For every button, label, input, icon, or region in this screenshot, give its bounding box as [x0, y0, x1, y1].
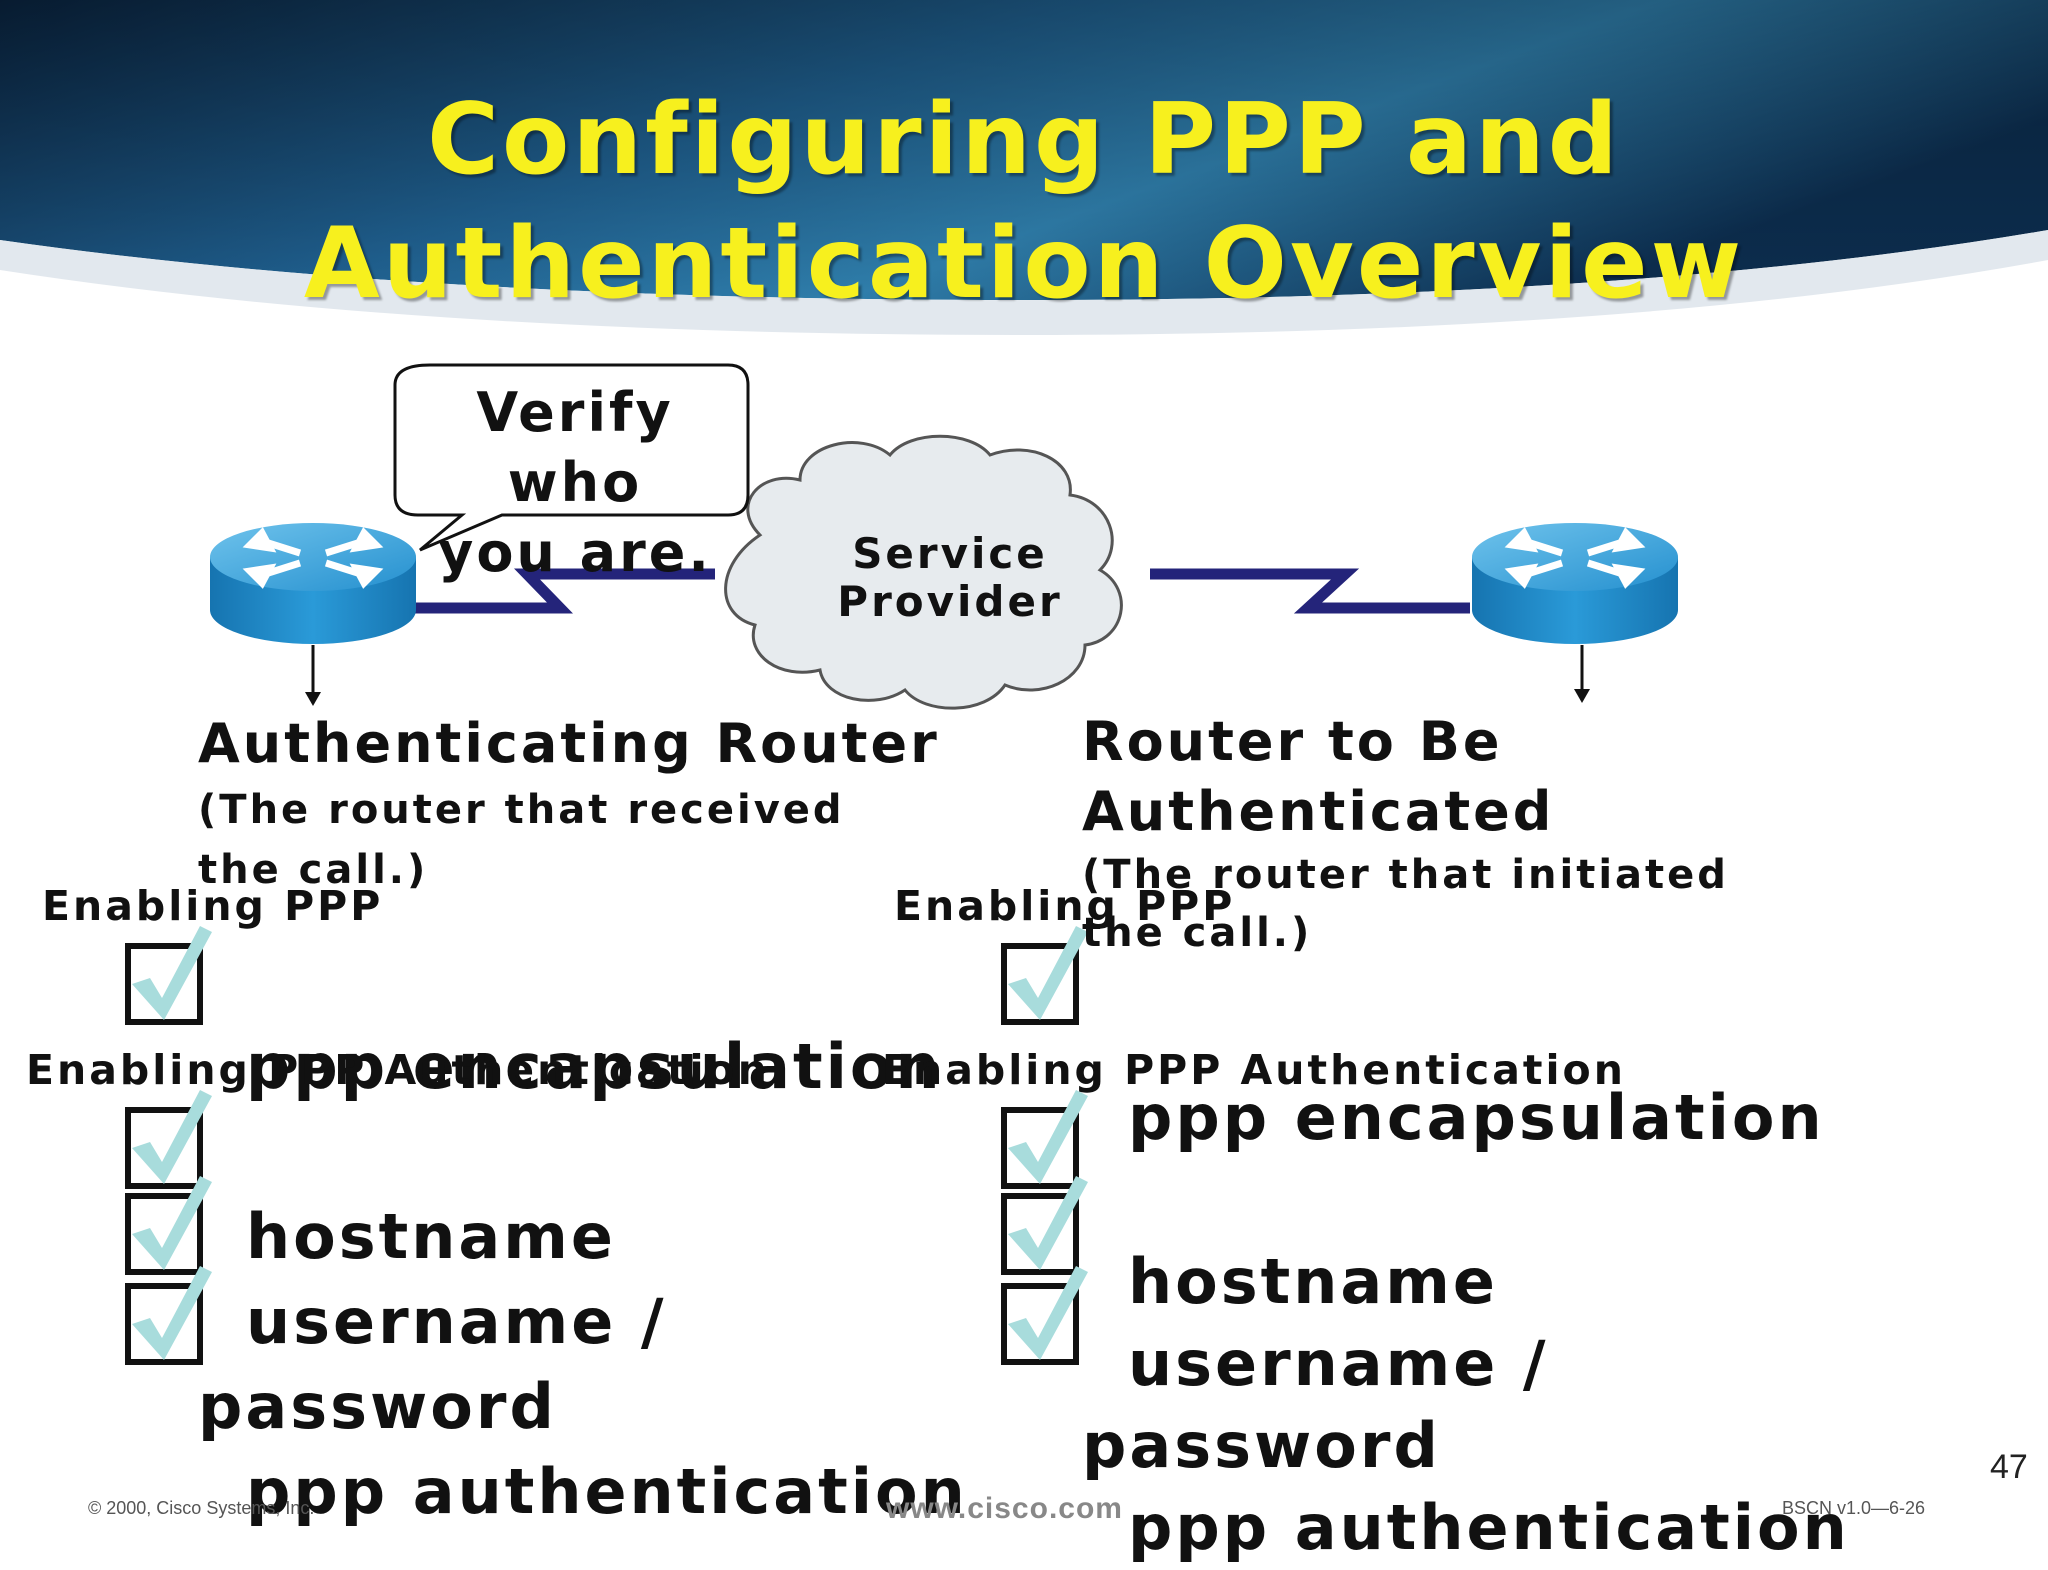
checkbox-checked-icon: [125, 1090, 212, 1189]
speech-bubble: [393, 363, 750, 552]
network-diagram: [125, 363, 1678, 1365]
right-cmd-ppp-authentication: ppp authentication: [1128, 1491, 1850, 1564]
right-router-name-line-1: Router to Be: [1082, 710, 1503, 773]
callout-line-1: Verify who: [476, 381, 674, 514]
left-cmd-password: password: [198, 1370, 557, 1443]
page-number: 47: [1990, 1448, 2028, 1486]
right-cmd-password: password: [1082, 1409, 1441, 1482]
right-router-name-line-2: Authenticated: [1082, 780, 1555, 843]
checkbox-checked-icon: [125, 1266, 212, 1365]
left-router-name: Authenticating Router: [198, 712, 940, 775]
cloud-line-1: Service: [852, 529, 1048, 578]
left-cmd-hostname: hostname: [246, 1200, 616, 1273]
left-cmd-username: username /: [246, 1285, 667, 1358]
left-enabling-auth-heading: Enabling PPP Authentication: [26, 1046, 770, 1094]
footer-url[interactable]: www.cisco.com: [886, 1492, 1123, 1525]
serial-link-left: [410, 568, 715, 614]
checkbox-checked-icon: [1001, 926, 1088, 1025]
right-cmd-username: username /: [1128, 1327, 1549, 1400]
right-enabling-auth-heading: Enabling PPP Authentication: [882, 1046, 1626, 1094]
right-cmd-hostname: hostname: [1128, 1245, 1498, 1318]
title-line-1: Configuring PPP and: [427, 83, 1621, 197]
right-enabling-ppp-heading: Enabling PPP: [894, 882, 1236, 930]
checkbox-group: [125, 926, 1088, 1365]
title-line-2: Authentication Overview: [303, 207, 1745, 321]
right-cmd-ppp-encapsulation: ppp encapsulation: [1128, 1081, 1825, 1154]
left-cmd-ppp-authentication: ppp authentication: [246, 1455, 968, 1528]
checkbox-checked-icon: [1001, 1266, 1088, 1365]
cloud-label: Service Provider: [810, 530, 1090, 626]
serial-link-right: [1150, 568, 1470, 614]
callout-line-2: you are.: [438, 521, 712, 584]
slide-title: Configuring PPP and Authentication Overv…: [0, 78, 2048, 326]
router-icon-right: [1472, 523, 1678, 703]
cloud-icon: [724, 434, 1123, 710]
checkbox-checked-icon: [125, 926, 212, 1025]
header-banner: [0, 0, 2048, 335]
router-icon-left: [210, 523, 416, 706]
left-enabling-ppp-heading: Enabling PPP: [42, 882, 384, 930]
checkbox-checked-icon: [1001, 1176, 1088, 1275]
cloud-line-2: Provider: [837, 577, 1063, 626]
left-router-description: (The router that received the call.): [198, 787, 845, 893]
checkbox-checked-icon: [1001, 1090, 1088, 1189]
callout-text: Verify who you are.: [400, 378, 750, 588]
footer-copyright: © 2000, Cisco Systems, Inc.: [88, 1498, 315, 1518]
right-router-description: (The router that initiated the call.): [1082, 852, 1729, 956]
footer-course-code: BSCN v1.0—6-26: [1782, 1498, 1926, 1518]
checkbox-checked-icon: [125, 1176, 212, 1275]
left-cmd-ppp-encapsulation: ppp encapsulation: [246, 1030, 943, 1103]
